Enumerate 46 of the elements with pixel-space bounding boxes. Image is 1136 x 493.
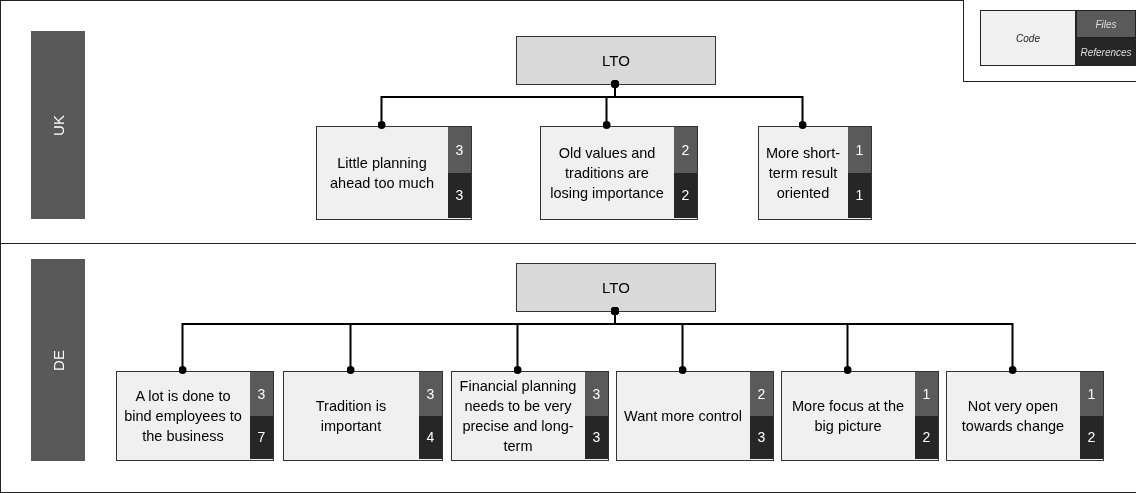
count-badge: 3 <box>750 415 773 459</box>
connector <box>611 80 807 129</box>
category-text: A lot is done to bind employees to the business <box>123 387 243 446</box>
count-badge: 3 <box>448 127 471 173</box>
legend-swatch: Files <box>1076 10 1136 38</box>
count-badge: 1 <box>848 127 871 173</box>
legend-swatch: Code <box>980 10 1076 66</box>
legend-swatch: References <box>1076 38 1136 66</box>
count-badge: 3 <box>585 372 608 416</box>
category-box <box>283 371 443 461</box>
count-badge: 1 <box>1080 372 1103 416</box>
root-box: LTO <box>516 263 716 312</box>
category-box <box>116 371 274 461</box>
count-badge: 2 <box>674 127 697 173</box>
count-badge: 2 <box>674 172 697 218</box>
count-badge: 2 <box>915 415 938 459</box>
category-box <box>316 126 472 220</box>
count-badge: 3 <box>250 372 273 416</box>
section-panel <box>0 243 1136 493</box>
count-badge: 1 <box>848 172 871 218</box>
count-badge: 7 <box>250 415 273 459</box>
category-box <box>758 126 872 220</box>
connector <box>611 307 1017 374</box>
category-box <box>781 371 939 461</box>
category-text: Want more control <box>623 407 743 426</box>
count-badge: 4 <box>419 415 442 459</box>
count-badge: 2 <box>750 372 773 416</box>
section-label: DE <box>31 259 85 461</box>
count-badge: 3 <box>585 415 608 459</box>
category-text: Little planning ahead too much <box>329 154 435 193</box>
category-text: Financial planning needs to be very precise and long-term <box>458 377 578 456</box>
count-badge: 3 <box>419 372 442 416</box>
category-box <box>946 371 1104 461</box>
count-badge: 1 <box>915 372 938 416</box>
count-badge: 3 <box>448 172 471 218</box>
category-text: Tradition is important <box>314 397 388 436</box>
category-box <box>540 126 698 220</box>
category-box <box>616 371 774 461</box>
category-text: Old values and traditions are losing importance <box>549 144 665 203</box>
category-text: More focus at the big picture <box>791 397 905 436</box>
category-text: Not very open towards change <box>960 397 1066 436</box>
count-badge: 2 <box>1080 415 1103 459</box>
category-box <box>451 371 609 461</box>
root-box: LTO <box>516 36 716 85</box>
category-text: More short-term result oriented <box>764 144 842 203</box>
section-label: UK <box>31 31 85 219</box>
